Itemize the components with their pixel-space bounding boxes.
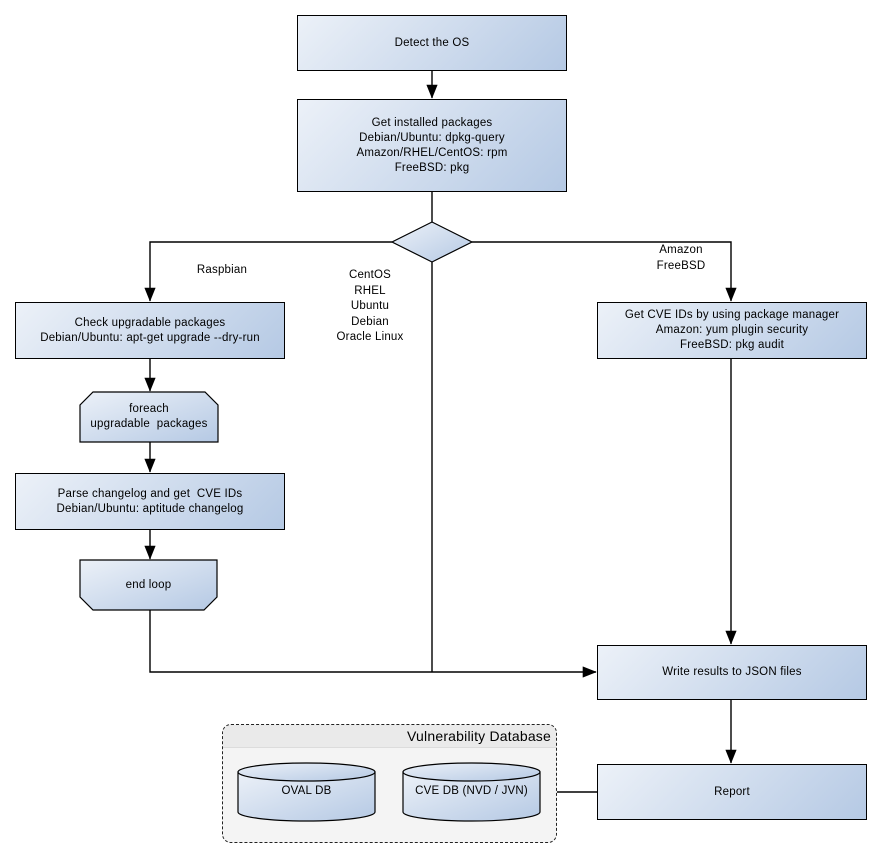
edge-label-os-list: CentOS RHEL Ubuntu Debian Oracle Linux: [336, 269, 404, 343]
node-write-results-json: Write results to JSON files: [597, 645, 867, 700]
connector-branch-raspbian: [144, 241, 392, 302]
node-foreach-loop-label: foreach upgradable packages: [90, 403, 208, 430]
node-foreach-loop-shape: [79, 391, 219, 443]
node-report: Report: [597, 764, 867, 820]
edge-label-raspbian: Raspbian: [196, 264, 248, 276]
node-detect-os: Detect the OS: [297, 15, 567, 71]
edge-label-amazon-freebsd: Amazon FreeBSD: [656, 244, 706, 272]
decision-diamond-os: [390, 221, 474, 263]
node-check-upgradable-packages: Check upgradable packages Debian/Ubuntu:…: [15, 302, 285, 359]
connector-branch-amazon-freebsd: [472, 241, 737, 302]
node-get-cve-ids-package-manager: Get CVE IDs by using package manager Ama…: [597, 302, 867, 359]
oval-db-label: OVAL DB: [281, 784, 332, 797]
node-get-installed-packages: Get installed packages Debian/Ubuntu: dp…: [297, 99, 567, 192]
node-end-loop-label: end loop: [125, 578, 172, 591]
cylinder-cve-db: [402, 771, 541, 822]
cve-db-label: CVE DB (NVD / JVN): [415, 784, 528, 797]
cylinder-oval-db: [237, 771, 376, 822]
node-end-loop-shape: [79, 559, 218, 611]
vulnerability-database-title: Vulnerability Database: [223, 725, 556, 748]
cylinder-oval-db-top: [237, 762, 376, 782]
node-parse-changelog: Parse changelog and get CVE IDs Debian/U…: [15, 473, 285, 530]
cylinder-cve-db-top: [402, 762, 541, 782]
connector-endloop-to-write: [149, 610, 597, 678]
